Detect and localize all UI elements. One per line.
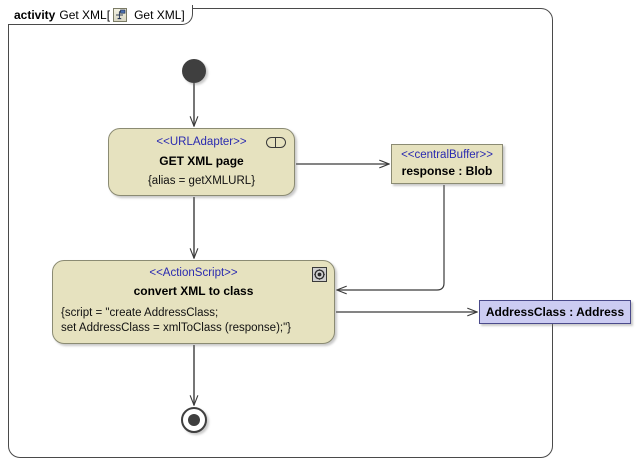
activity-frame: [8, 8, 553, 458]
frame-name: Get XML: [59, 7, 107, 22]
node-title-address-class: AddressClass : Address: [485, 305, 625, 319]
action-node-get-xml-page[interactable]: <<URLAdapter>> GET XML page {alias = get…: [108, 128, 295, 196]
central-buffer-node-response[interactable]: <<centralBuffer>> response : Blob: [391, 144, 503, 184]
frame-bracket-close: ]: [181, 7, 185, 22]
node-body-script: {script = "create AddressClass; set Addr…: [53, 306, 334, 336]
activity-frame-title-tab[interactable]: activity Get XML [ Get XML ]: [8, 5, 193, 25]
frame-bracket-open: [: [106, 7, 111, 22]
frame-inner-name: Get XML: [134, 7, 182, 22]
frame-keyword: activity: [14, 7, 56, 22]
node-title-get-xml-page: GET XML page: [159, 154, 244, 168]
script-line-2: set AddressClass = xmlToClass (response)…: [61, 322, 292, 334]
gear-icon: [312, 267, 327, 282]
activity-icon: [113, 7, 128, 22]
script-line-1: {script = "create AddressClass;: [61, 307, 219, 319]
stereotype-centralbuffer: <<centralBuffer>>: [401, 149, 493, 161]
activity-final-node[interactable]: [181, 407, 207, 433]
node-title-response-blob: response : Blob: [401, 164, 493, 178]
node-title-convert-xml-to-class: convert XML to class: [133, 284, 254, 298]
pin-icon: [266, 137, 286, 148]
object-node-address-class[interactable]: AddressClass : Address: [479, 300, 631, 324]
stereotype-urladapter: <<URLAdapter>>: [156, 136, 247, 148]
initial-node[interactable]: [182, 59, 206, 83]
stereotype-actionscript: <<ActionScript>>: [149, 267, 238, 279]
action-node-convert-xml-to-class[interactable]: <<ActionScript>> convert XML to class {s…: [52, 260, 335, 344]
node-body-alias: {alias = getXMLURL}: [147, 175, 256, 187]
